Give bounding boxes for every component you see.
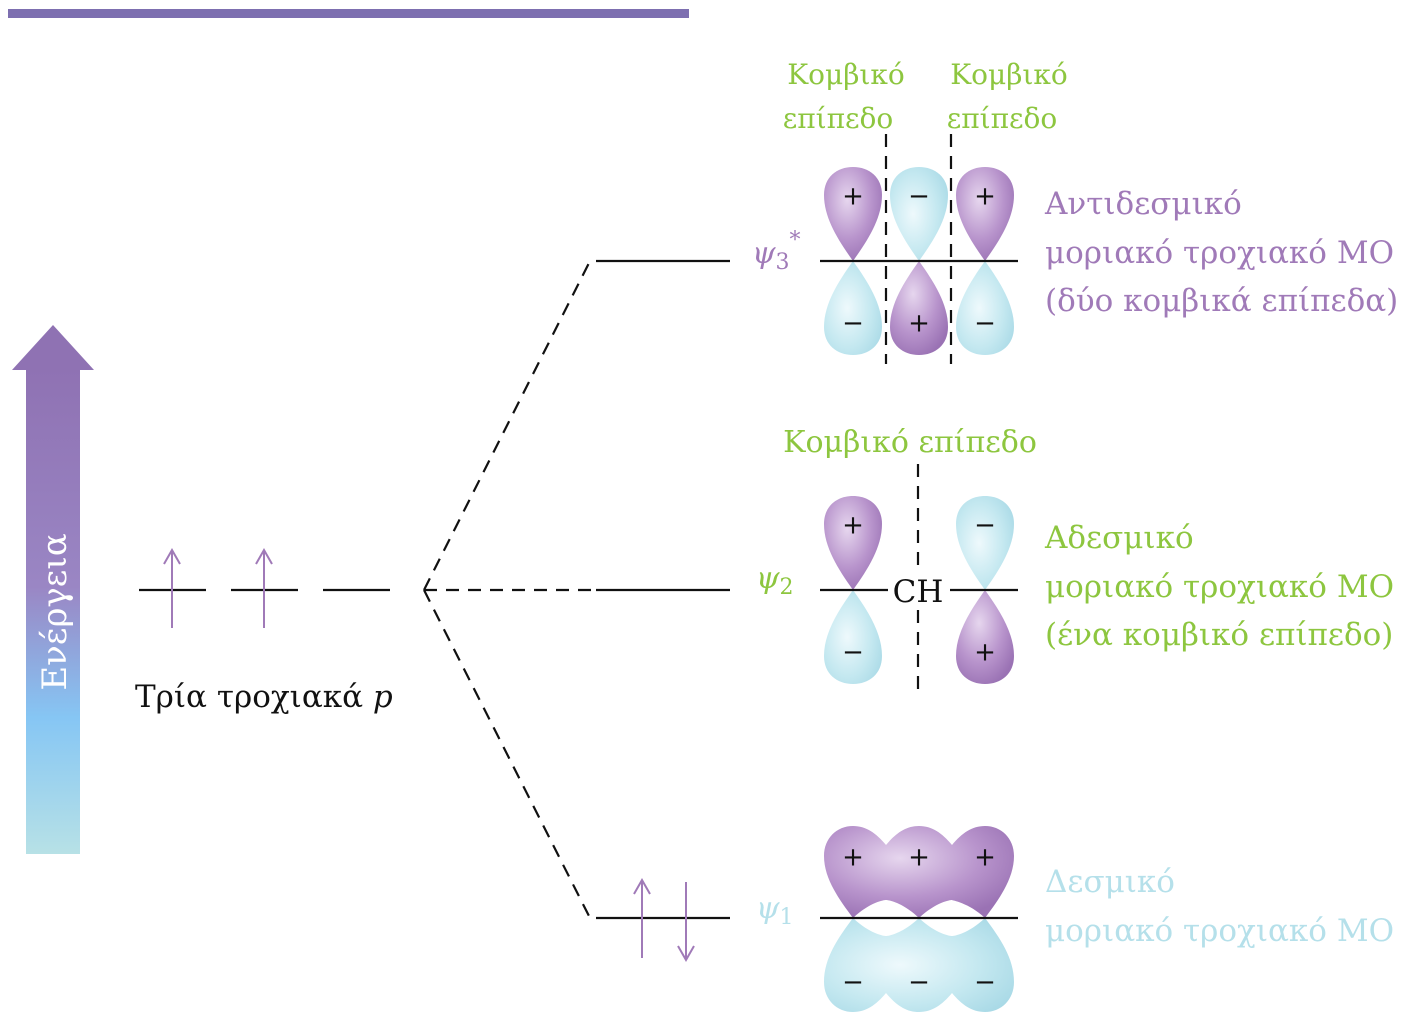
phase-sign: + bbox=[974, 182, 996, 212]
phase-sign: + bbox=[974, 638, 996, 668]
psi3-orbital-picture: Κομβικό επίπεδο Κομβικό επίπεδο + − + − … bbox=[783, 58, 1068, 364]
nodal-plane-label: Κομβικό bbox=[787, 58, 905, 91]
orbital-lobe bbox=[956, 167, 1014, 261]
psi3-description: μοριακό τροχιακό ΜΟ bbox=[1045, 235, 1394, 271]
nodal-plane-label: Κομβικό bbox=[950, 58, 1068, 91]
phase-sign: − bbox=[908, 968, 930, 998]
phase-sign: − bbox=[842, 968, 864, 998]
phase-sign: − bbox=[842, 309, 864, 339]
orbital-lobe bbox=[890, 167, 948, 261]
phase-sign: + bbox=[842, 511, 864, 541]
orbital-lobe bbox=[956, 496, 1014, 590]
phase-sign: + bbox=[842, 843, 864, 873]
electron-spin-up-arrow bbox=[163, 547, 181, 628]
psi3-description: (δύο κομβικά επίπεδα) bbox=[1045, 283, 1398, 319]
energy-axis-label: Ενέργεια bbox=[35, 533, 75, 690]
electron-pair bbox=[633, 877, 695, 963]
nodal-plane-label: επίπεδο bbox=[947, 102, 1058, 135]
psi2-orbital-picture: Κομβικό επίπεδο CH + − − + bbox=[783, 425, 1037, 692]
phase-sign: − bbox=[842, 638, 864, 668]
nodal-plane-label: επίπεδο bbox=[783, 102, 894, 135]
psi2-symbol: ψ2 bbox=[756, 561, 794, 600]
psi1-description: Δεσμικό bbox=[1045, 864, 1175, 900]
orbital-lobe bbox=[824, 918, 1014, 1012]
electron-spin-up-arrow bbox=[255, 547, 273, 628]
phase-sign: + bbox=[908, 309, 930, 339]
orbital-lobe bbox=[824, 496, 882, 590]
phase-sign: − bbox=[974, 511, 996, 541]
phase-sign: + bbox=[974, 843, 996, 873]
phase-sign: − bbox=[974, 968, 996, 998]
orbital-lobe bbox=[890, 261, 948, 355]
orbital-lobe bbox=[956, 590, 1014, 684]
psi3-symbol: ψ3* bbox=[752, 228, 801, 275]
p-orbitals-label: Τρία τροχιακά p bbox=[135, 679, 393, 715]
phase-sign: + bbox=[908, 843, 930, 873]
orbital-lobe bbox=[824, 590, 882, 684]
header-bar bbox=[8, 9, 689, 18]
psi2-description: Αδεσμικό bbox=[1044, 520, 1194, 556]
nodal-plane-label: Κομβικό επίπεδο bbox=[783, 425, 1037, 460]
psi1-symbol: ψ1 bbox=[756, 891, 794, 930]
psi1-description: μοριακό τροχιακό ΜΟ bbox=[1045, 913, 1394, 949]
orbital-lobe bbox=[824, 167, 882, 261]
energy-axis-arrow bbox=[12, 325, 94, 854]
phase-sign: − bbox=[974, 309, 996, 339]
orbital-lobe bbox=[824, 261, 882, 355]
ch-label: CH bbox=[893, 574, 944, 610]
psi1-orbital-picture: + + + − − − bbox=[820, 826, 1018, 1012]
correlation-lines bbox=[423, 260, 596, 919]
psi3-description: Αντιδεσμικό bbox=[1044, 186, 1242, 222]
phase-sign: + bbox=[842, 182, 864, 212]
orbital-lobe bbox=[956, 261, 1014, 355]
p-orbital-levels bbox=[139, 547, 390, 628]
psi2-description: μοριακό τροχιακό ΜΟ bbox=[1045, 569, 1394, 605]
phase-sign: − bbox=[908, 182, 930, 212]
orbital-lobe bbox=[824, 826, 1014, 918]
psi2-description: (ένα κομβικό επίπεδο) bbox=[1045, 617, 1393, 653]
